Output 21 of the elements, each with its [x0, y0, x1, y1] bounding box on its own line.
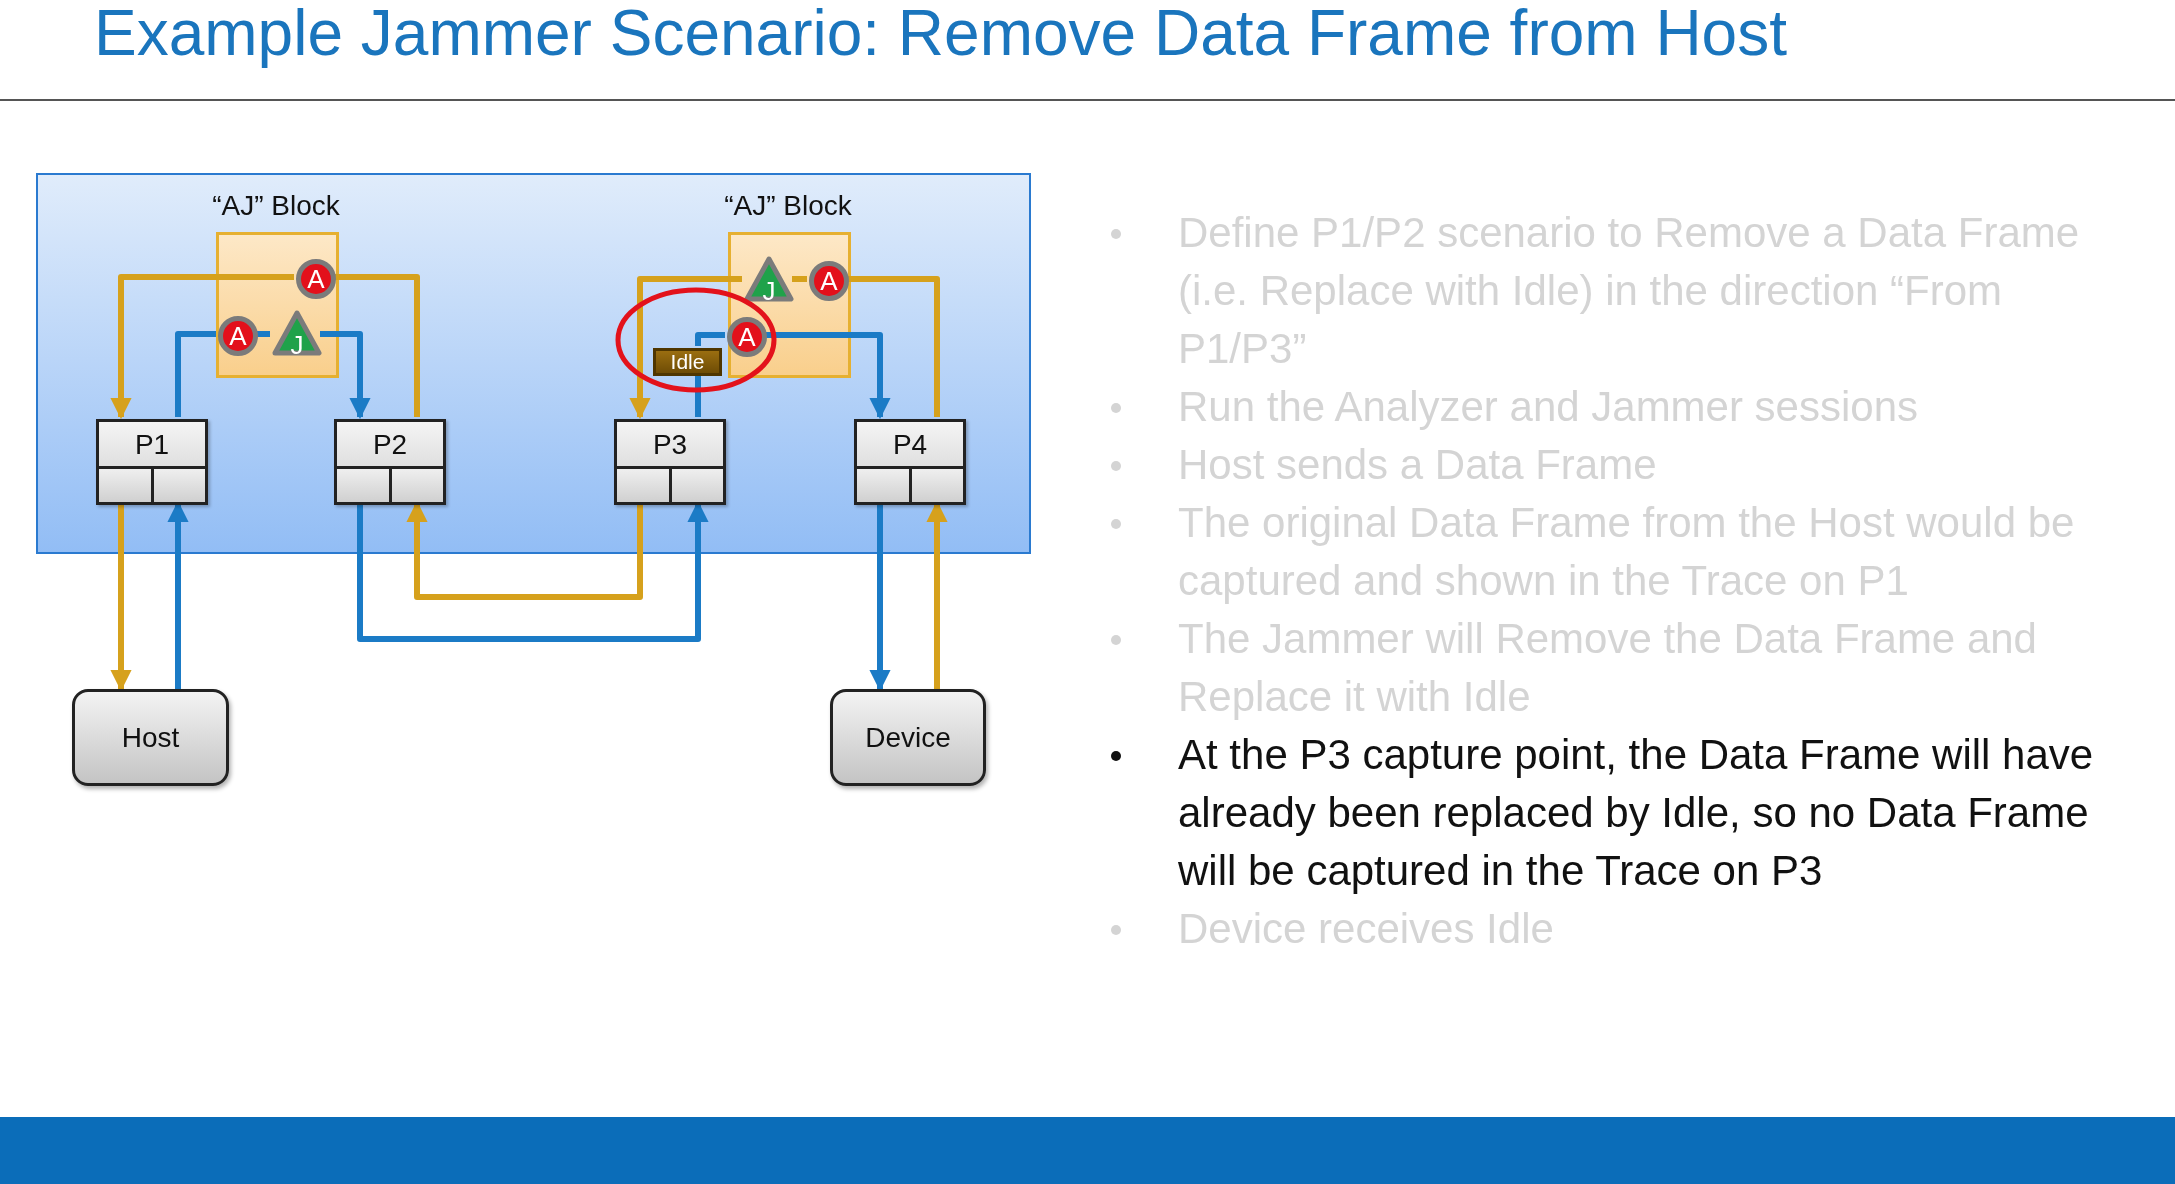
port-box: P2	[334, 419, 446, 505]
block-heading: “AJ” Block	[211, 189, 341, 223]
panel-background	[36, 173, 1031, 554]
device-box: Host	[72, 689, 229, 786]
port-box: P3	[614, 419, 726, 505]
port-box: P1	[96, 419, 208, 505]
arrow	[869, 503, 891, 692]
block-heading: “AJ” Block	[723, 189, 853, 223]
letter-triangle: J	[744, 256, 794, 302]
arrow	[695, 332, 725, 346]
arrow	[110, 274, 294, 420]
arrow	[320, 331, 371, 420]
device-box: Device	[830, 689, 986, 786]
idle-tag: Idle	[653, 348, 722, 376]
arrow	[110, 503, 132, 692]
arrow	[629, 276, 742, 420]
port-box: P4	[854, 419, 966, 505]
bullet-text: At the P3 capture point, the Data Frame will have already been replaced by Idle, so no Data Frame will be captured in the Trace on P3	[1178, 731, 2094, 894]
slide-title: Example Jammer Scenario: Remove Data Frame from Host	[94, 0, 1787, 71]
arrow	[765, 332, 891, 420]
letter-triangle: J	[272, 310, 322, 356]
